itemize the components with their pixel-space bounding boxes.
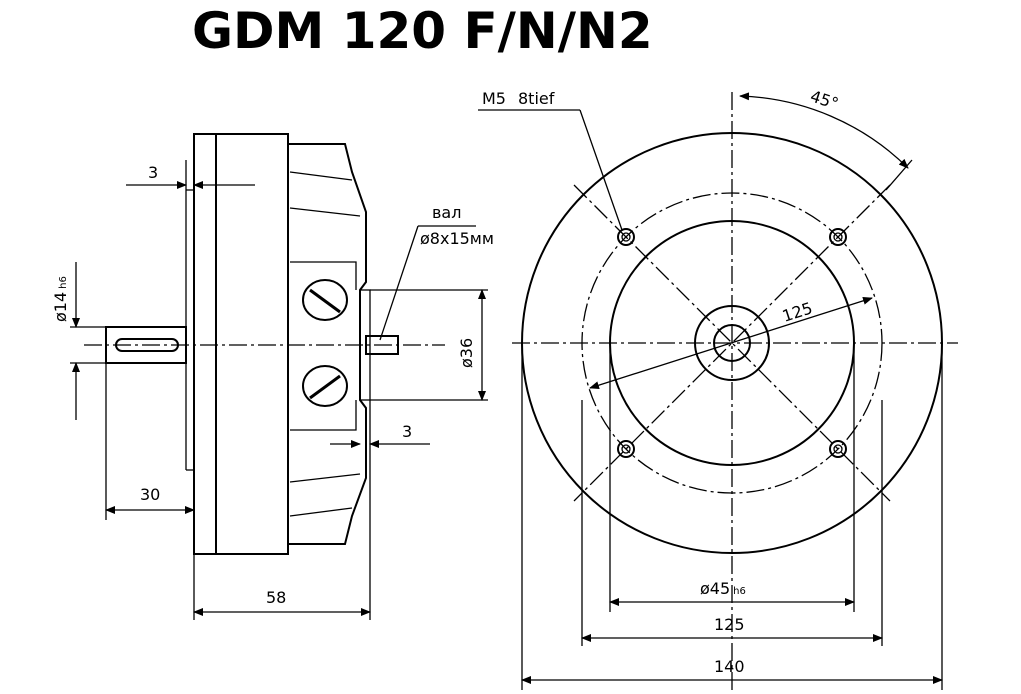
flange-plate [193,133,217,555]
bolt-hole-top-left [617,228,635,246]
terminal-screw-lower [302,365,348,407]
bolt-circle [581,192,883,494]
dim-phi36: ø36 [457,338,476,368]
shaft-label-line2: ø8x15мм [420,229,494,248]
bolt-hole-top-right [829,228,847,246]
bolt-hole-bottom-right [829,440,847,458]
terminal-screw-upper [302,279,348,321]
dim-30: 30 [140,485,160,504]
side-view: 3 вал ø8x15мм ø14h6 ø36 3 30 58 [51,133,494,620]
dim-bolt-circle: 125 [780,298,815,326]
motor-body-outline [216,133,367,555]
drawing-title: GDM 120 F/N/N2 [192,2,653,60]
bolt-hole-bottom-left [617,440,635,458]
dim-right-3: 3 [402,422,412,441]
dim-58: 58 [266,588,286,607]
shaft-label-line1: вал [432,203,461,222]
dim-140: 140 [714,657,745,676]
dim-top-3: 3 [148,163,158,182]
dim-phi14: ø14h6 [51,276,70,322]
dim-125: 125 [714,615,745,634]
